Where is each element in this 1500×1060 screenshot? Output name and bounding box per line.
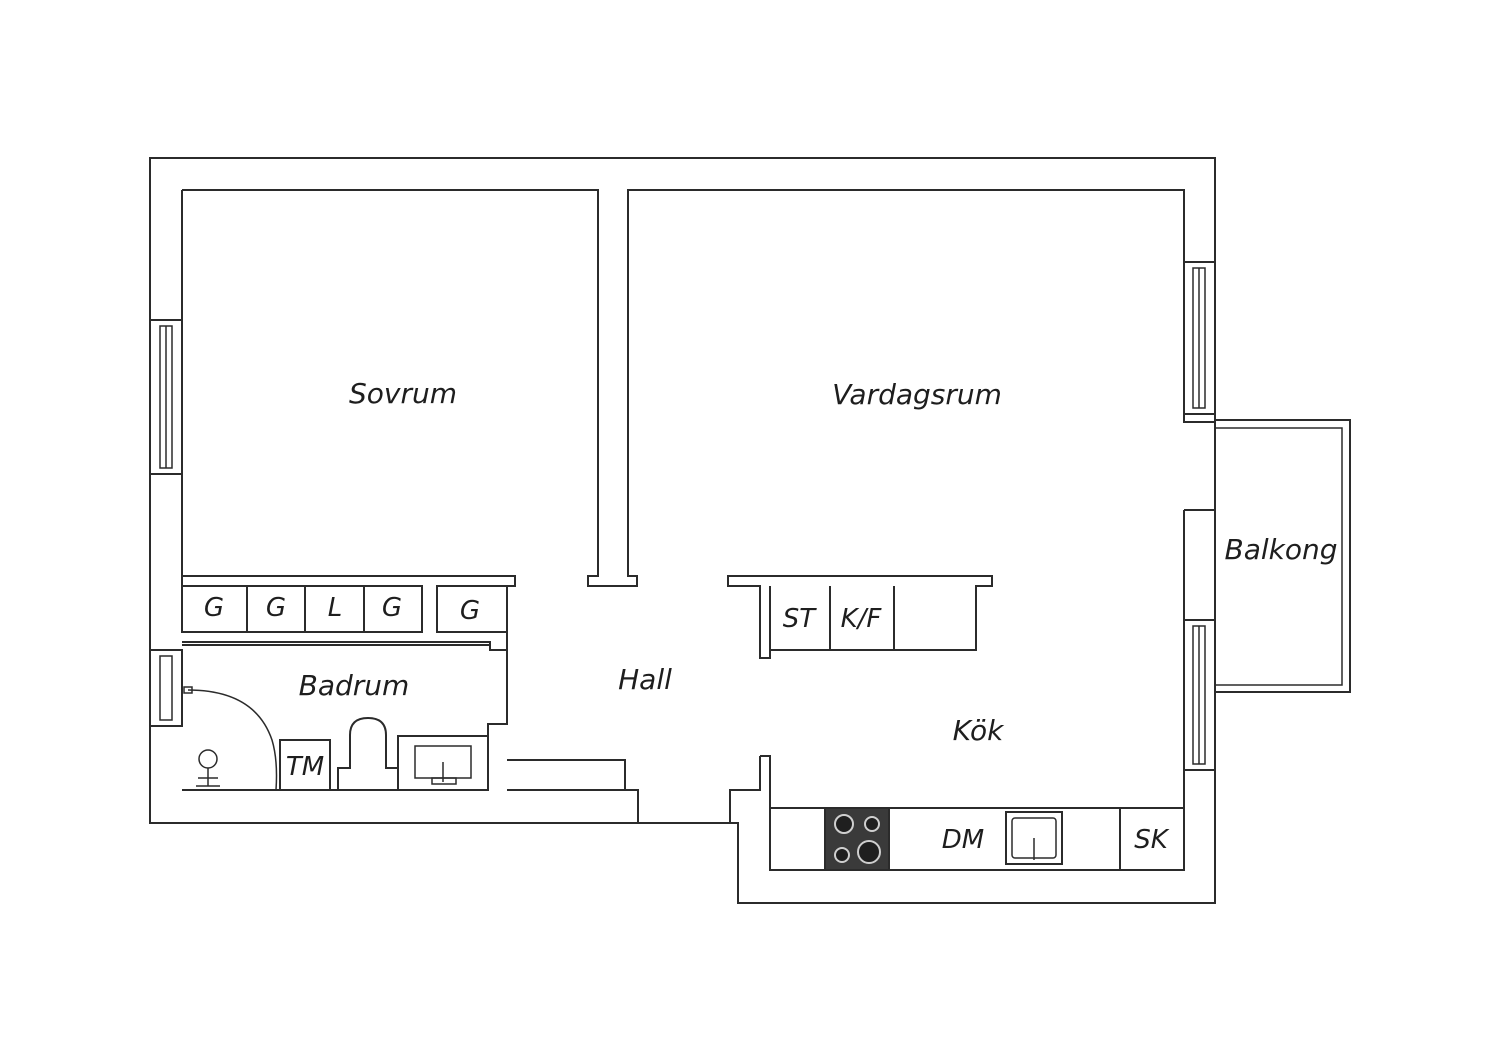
toilet — [337, 716, 398, 790]
wardrobe-l: L — [328, 593, 343, 623]
kitchen-island — [727, 575, 993, 659]
room-kok: Kök — [953, 714, 1005, 747]
shower — [183, 686, 278, 791]
balcony — [1215, 419, 1351, 693]
burner-3 — [834, 847, 850, 863]
kitchen-st-label: ST — [783, 604, 818, 634]
room-badrum: Badrum — [299, 669, 410, 702]
washing-machine — [279, 739, 331, 791]
bedroom-inner-wall — [182, 189, 1215, 587]
window-bathroom — [149, 649, 183, 727]
room-balkong: Balkong — [1224, 533, 1337, 566]
kitchen-kf-label: K/F — [841, 604, 883, 634]
room-vardagsrum: Vardagsrum — [832, 378, 1002, 411]
washing-machine-label: TM — [286, 752, 324, 782]
kitchen-entry-wall — [729, 755, 771, 823]
room-sovrum: Sovrum — [349, 377, 457, 410]
wardrobe-row — [181, 575, 516, 651]
burner-2 — [864, 816, 880, 832]
wardrobe-g2: G — [266, 593, 286, 623]
window-kitchen — [1183, 619, 1216, 771]
bathroom-sink — [397, 735, 489, 791]
wardrobe-g1: G — [204, 593, 224, 623]
wardrobe-g4: G — [460, 596, 480, 626]
window-living — [1183, 261, 1216, 415]
dishwasher-label: DM — [942, 825, 984, 855]
outer-wall — [149, 157, 1216, 904]
kitchen-sink — [1005, 811, 1063, 865]
wardrobe-g3: G — [382, 593, 402, 623]
room-hall: Hall — [618, 663, 672, 696]
window-bedroom — [149, 319, 183, 475]
kitchen-cabinet-label: SK — [1134, 825, 1170, 855]
burner-1 — [834, 814, 854, 834]
burner-4 — [857, 840, 881, 864]
bathroom-walls — [182, 644, 639, 823]
